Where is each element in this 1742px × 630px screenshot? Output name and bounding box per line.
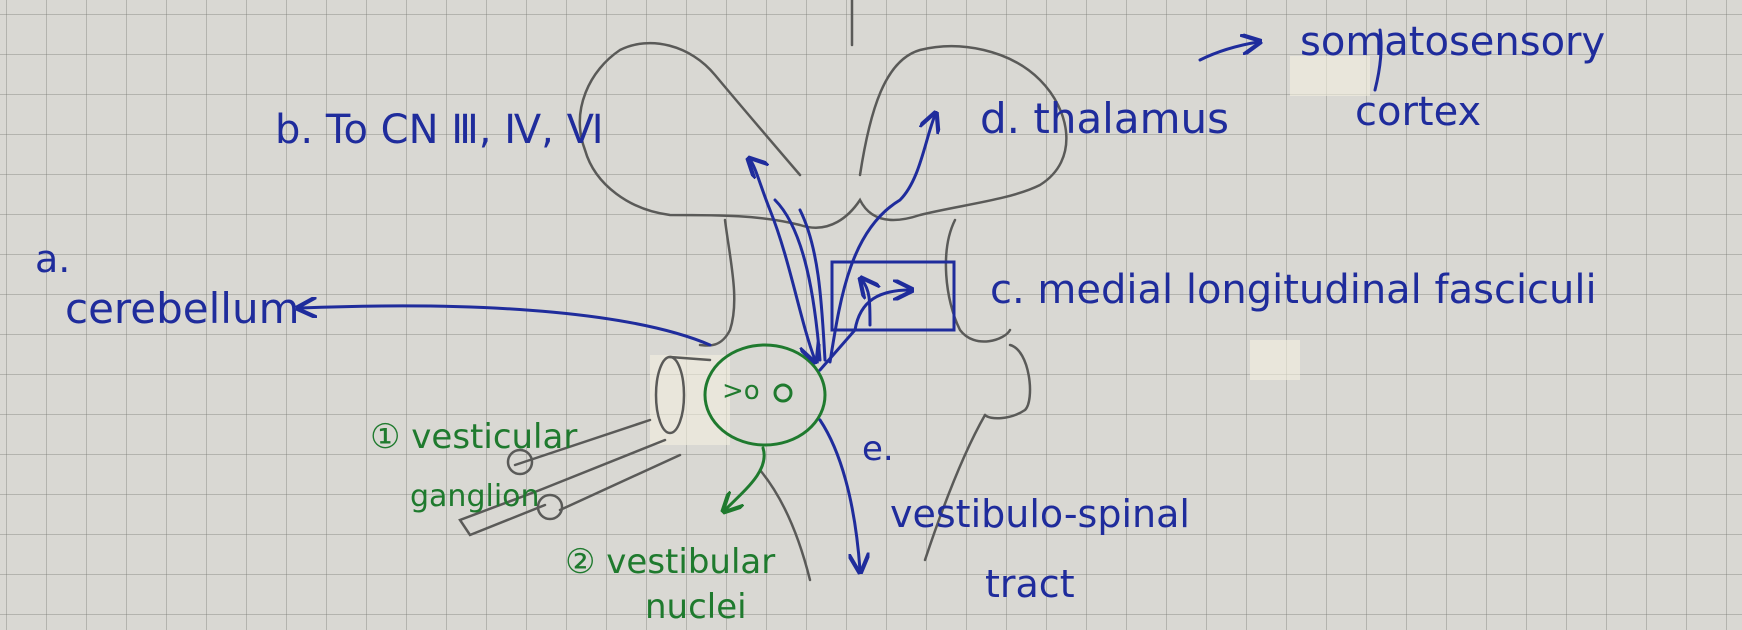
to-cn-label: b. To CN Ⅲ, Ⅳ, Ⅵ — [275, 107, 604, 153]
right-cranial-nerve-stub — [983, 343, 1032, 420]
vestibulospinal-label-line2: tract — [985, 562, 1075, 606]
cortex-label: cortex — [1355, 89, 1482, 135]
mlf-box — [830, 260, 956, 332]
cn-ascending-path — [750, 160, 815, 360]
left-brainstem-contour — [698, 218, 736, 347]
nerve-top-edge — [668, 355, 712, 362]
vestibular-nuclei-label-line1: ② vestibular — [565, 542, 776, 582]
pathways — [300, 28, 1383, 570]
mlf-arrow-2 — [862, 280, 870, 327]
left-lower-contour — [758, 468, 812, 582]
nerve-lower-line — [558, 453, 682, 512]
vestibulospinal-arrow — [818, 418, 860, 570]
vestibulospinal-label-line1: vestibulo-spinal — [890, 492, 1190, 536]
right-brainstem-contour — [944, 218, 1012, 343]
vestibular-nerve-end — [654, 355, 686, 435]
ganglion-cell-2 — [536, 493, 564, 521]
vestibular-nuclei-label-line2: nuclei — [645, 587, 747, 627]
mlf-label: c. medial longitudinal fasciculi — [990, 267, 1597, 313]
thalamus-arrow — [828, 115, 935, 364]
vestibular-ganglion-label-line1: ① vesticular — [370, 417, 578, 457]
brainstem-outline — [458, 0, 1068, 582]
cn-path-2 — [773, 198, 822, 362]
cerebellum-arrow — [300, 306, 712, 347]
cortex-bracket — [1373, 28, 1383, 92]
tape-patch — [1250, 340, 1300, 380]
vestibular-ganglion-label-line2: ganglion — [410, 479, 540, 514]
tape-patch — [1290, 56, 1370, 96]
ganglion-cell-1 — [506, 448, 534, 476]
nucleus-dot — [773, 383, 793, 403]
nerve-upper-line — [513, 418, 652, 467]
thalamus-label: d. thalamus — [980, 94, 1230, 143]
e-label: e. — [862, 429, 894, 469]
cn-path-3 — [798, 208, 827, 362]
cerebellum-label: cerebellum — [65, 284, 300, 333]
right-lower-contour — [923, 413, 987, 562]
cortex-arrow — [1198, 42, 1258, 62]
nerve-tail — [458, 488, 547, 537]
nuclei-pointer-arrow — [725, 446, 766, 510]
vestibular-nuclei-drawing — [703, 343, 827, 510]
vestibular-nuclei-symbol: >o — [722, 376, 760, 406]
nerve-middle-line — [538, 438, 667, 492]
somatosensory-label: somatosensory — [1300, 19, 1606, 65]
thalamus-outline — [578, 41, 1068, 229]
a-label: a. — [35, 237, 71, 281]
